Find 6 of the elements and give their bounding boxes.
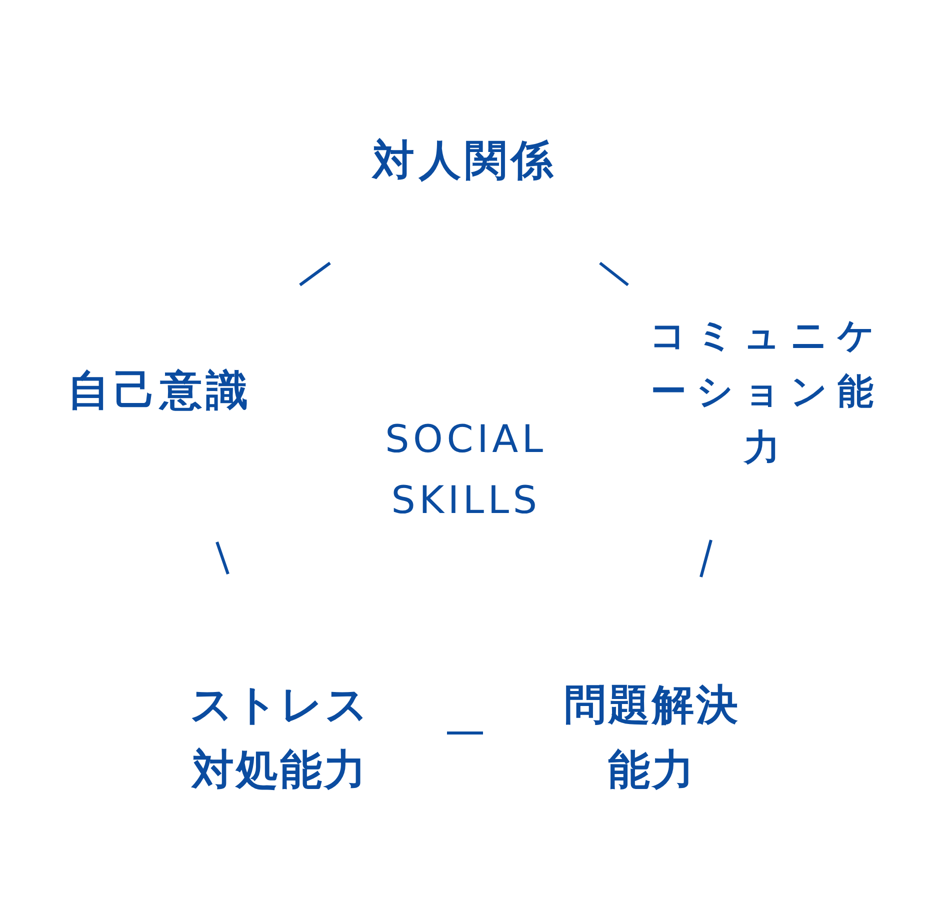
skill-label: 自己意識: [40, 357, 280, 423]
skill-label: 対人関係: [345, 127, 585, 193]
skill-label: 問題解決能力: [542, 672, 762, 802]
skill-label: コミュニケーション能力: [642, 308, 892, 476]
center-title: SOCIAL SKILLS: [351, 409, 581, 531]
skill-label: ストレス対処能力: [170, 672, 390, 802]
